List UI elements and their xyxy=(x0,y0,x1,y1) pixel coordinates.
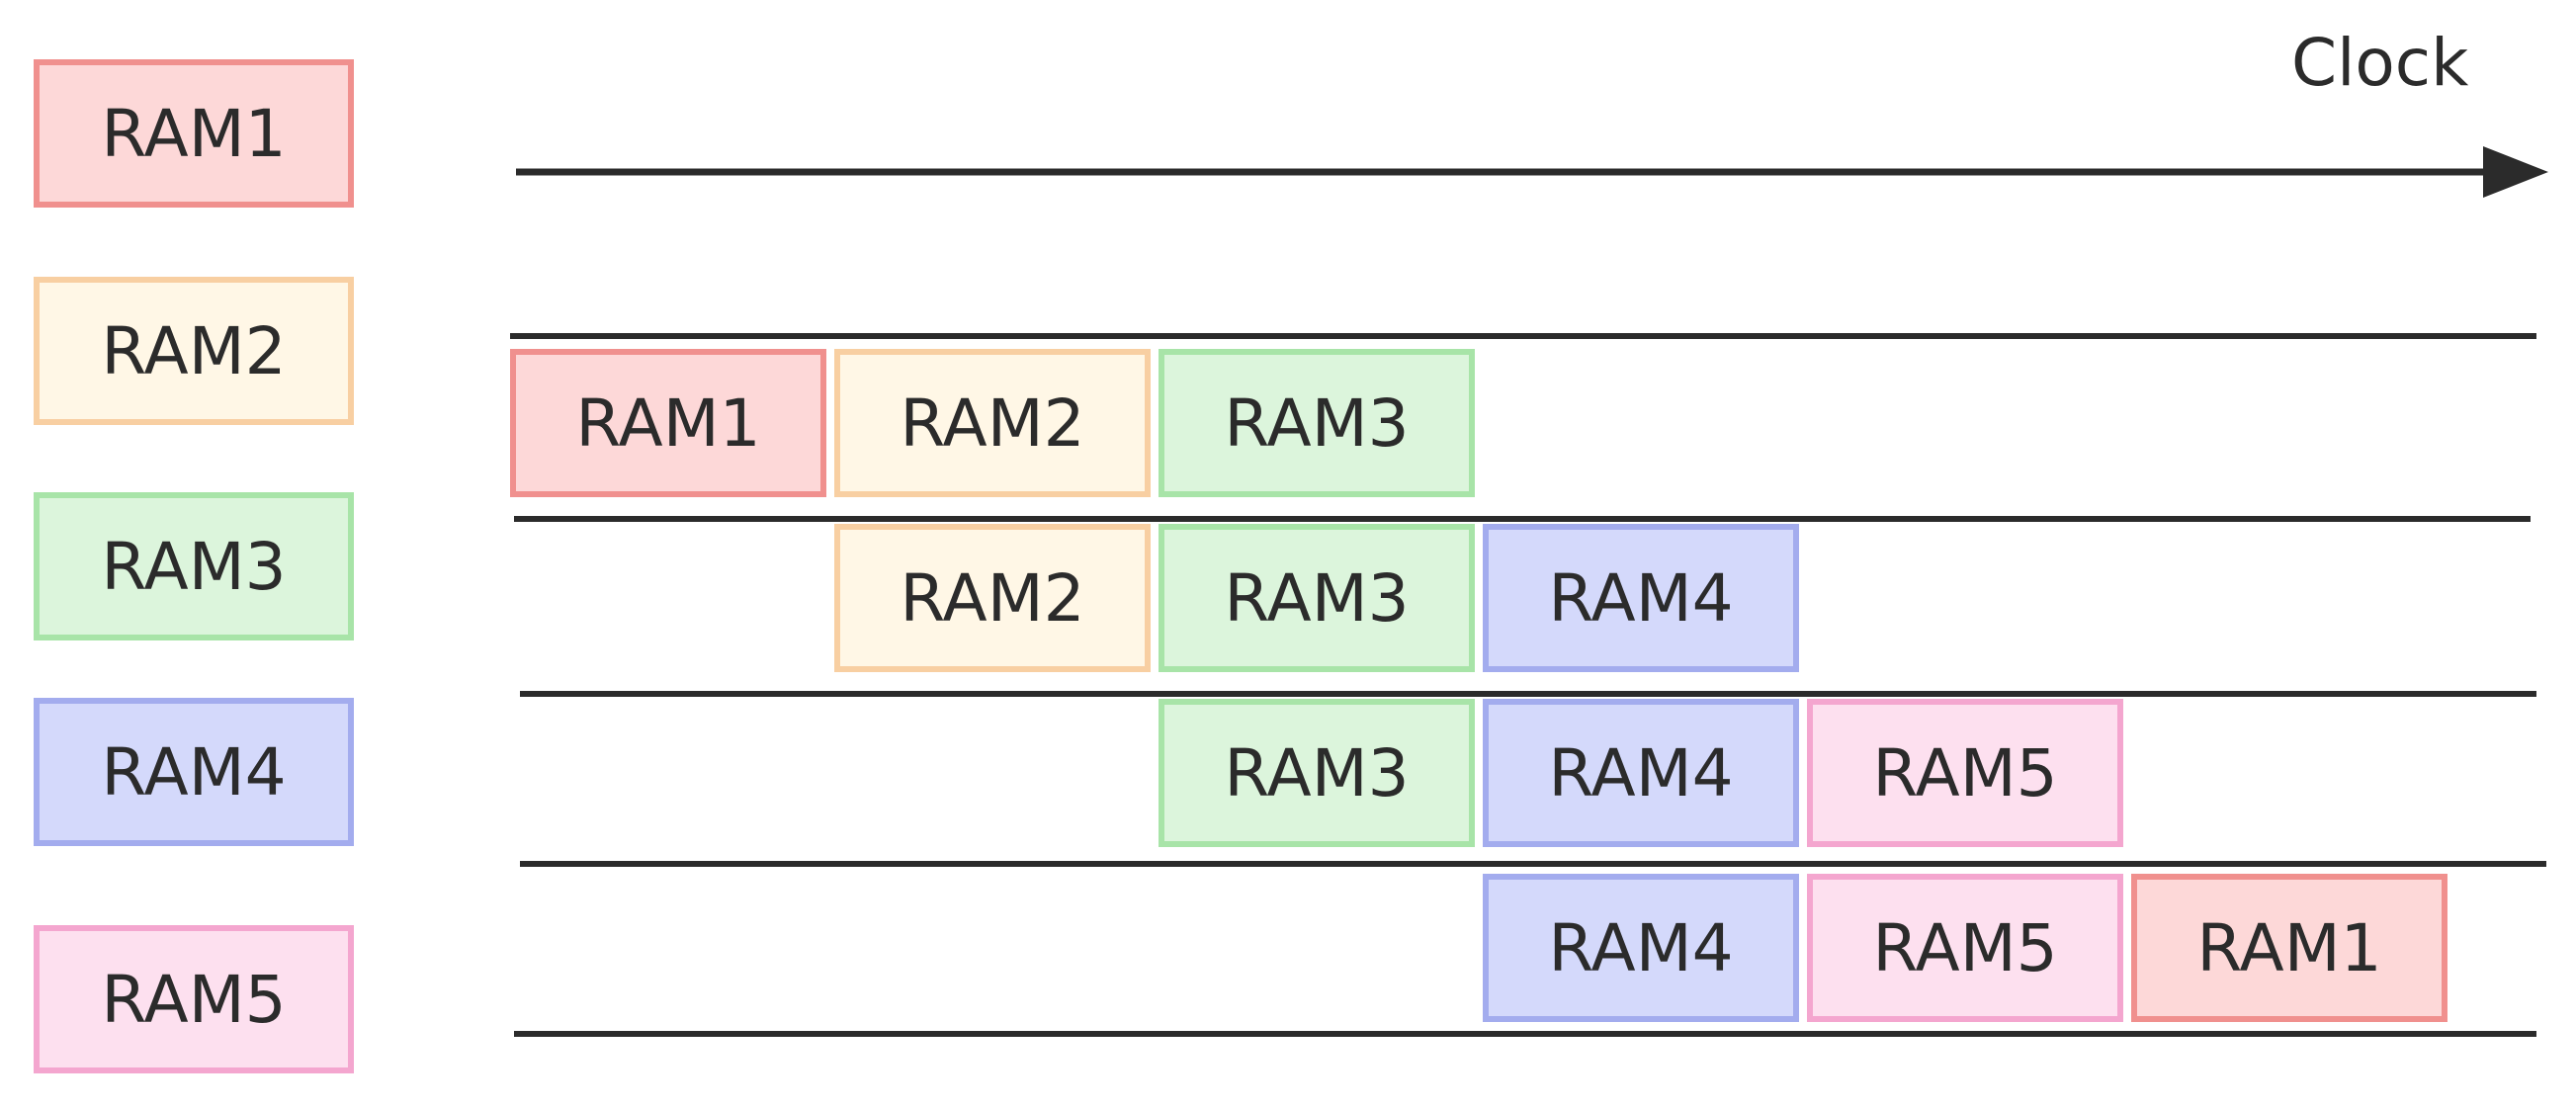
lane-4-ram4-block: RAM4 xyxy=(1483,874,1799,1022)
lane-2-ram4-block: RAM4 xyxy=(1483,524,1799,672)
lane-1-ram1-block: RAM1 xyxy=(510,349,826,497)
box-label: RAM2 xyxy=(101,312,287,389)
lane-4-ram1-block: RAM1 xyxy=(2131,874,2447,1022)
clock-arrowhead-icon xyxy=(2483,146,2548,198)
legend-ram4: RAM4 xyxy=(34,698,354,846)
box-label: RAM1 xyxy=(2196,909,2382,986)
lane-1-ram3-block: RAM3 xyxy=(1159,349,1475,497)
legend-ram5: RAM5 xyxy=(34,925,354,1073)
clock-label: Clock xyxy=(2291,25,2469,101)
box-label: RAM3 xyxy=(1224,734,1410,811)
lane-3-ram3-block: RAM3 xyxy=(1159,699,1475,847)
box-label: RAM4 xyxy=(1548,734,1734,811)
lane-2-ram3-block: RAM3 xyxy=(1159,524,1475,672)
box-label: RAM3 xyxy=(1224,559,1410,637)
legend-ram2: RAM2 xyxy=(34,277,354,425)
lane-1-ram2-block: RAM2 xyxy=(834,349,1151,497)
box-label: RAM4 xyxy=(101,733,287,810)
box-label: RAM3 xyxy=(101,528,287,605)
lane-3-ram5-block: RAM5 xyxy=(1807,699,2123,847)
box-label: RAM1 xyxy=(101,95,287,172)
box-label: RAM5 xyxy=(1872,909,2058,986)
box-label: RAM5 xyxy=(1872,734,2058,811)
box-label: RAM3 xyxy=(1224,384,1410,462)
box-label: RAM5 xyxy=(101,961,287,1038)
box-label: RAM2 xyxy=(900,559,1085,637)
lane-4-ram5-block: RAM5 xyxy=(1807,874,2123,1022)
legend-ram3: RAM3 xyxy=(34,492,354,640)
box-label: RAM1 xyxy=(575,384,761,462)
box-label: RAM2 xyxy=(900,384,1085,462)
box-label: RAM4 xyxy=(1548,909,1734,986)
lane-2-ram2-block: RAM2 xyxy=(834,524,1151,672)
box-label: RAM4 xyxy=(1548,559,1734,637)
lane-3-ram4-block: RAM4 xyxy=(1483,699,1799,847)
legend-ram1: RAM1 xyxy=(34,59,354,208)
